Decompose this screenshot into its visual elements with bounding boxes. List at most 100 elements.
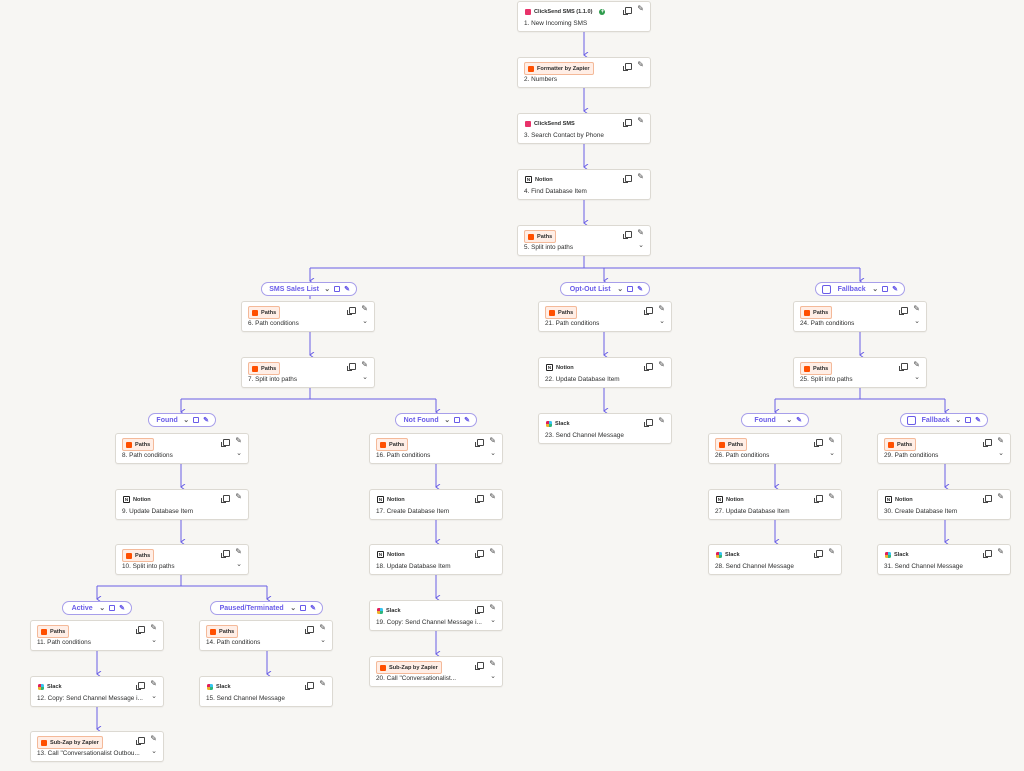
pencil-icon[interactable]: ✎ <box>913 360 920 369</box>
duplicate-icon[interactable] <box>983 439 992 447</box>
duplicate-icon[interactable] <box>814 439 823 447</box>
path-active[interactable]: Active ⌄ ✎ <box>62 601 132 615</box>
chevron-down-icon[interactable]: ⌄ <box>236 561 242 568</box>
chevron-down-icon[interactable]: ⌄ <box>290 605 297 612</box>
pencil-icon[interactable]: ✎ <box>150 623 157 632</box>
duplicate-icon[interactable] <box>221 550 230 558</box>
pencil-icon[interactable]: ✎ <box>150 679 157 688</box>
pencil-icon[interactable]: ✎ <box>637 228 644 237</box>
pencil-icon[interactable]: ✎ <box>997 547 1004 556</box>
step-26-card[interactable]: Paths 26. Path conditions ✎ ⌄ <box>708 433 842 464</box>
pencil-icon[interactable]: ✎ <box>658 416 665 425</box>
pencil-icon[interactable]: ✎ <box>344 286 350 293</box>
duplicate-icon[interactable] <box>136 737 145 745</box>
chevron-down-icon[interactable]: ⌄ <box>998 450 1004 457</box>
duplicate-icon[interactable] <box>136 682 145 690</box>
duplicate-icon[interactable] <box>305 626 314 634</box>
chevron-down-icon[interactable]: ⌄ <box>99 605 106 612</box>
step-1-card[interactable]: ClickSend SMS (1.1.0)+ 1. New Incoming S… <box>517 1 651 32</box>
duplicate-icon[interactable] <box>623 175 632 183</box>
path-opt-out-list[interactable]: Opt-Out List ⌄ ✎ <box>560 282 650 296</box>
step-28-card[interactable]: Slack 28. Send Channel Message ✎ <box>708 544 842 575</box>
chevron-down-icon[interactable]: ⌄ <box>236 450 242 457</box>
step-8-card[interactable]: Paths 8. Path conditions ✎ ⌄ <box>115 433 249 464</box>
chevron-down-icon[interactable]: ⌄ <box>914 374 920 381</box>
step-29-card[interactable]: Paths 29. Path conditions ✎ ⌄ <box>877 433 1011 464</box>
pencil-icon[interactable]: ✎ <box>637 116 644 125</box>
pencil-icon[interactable]: ✎ <box>310 605 316 612</box>
pencil-icon[interactable]: ✎ <box>235 547 242 556</box>
pencil-icon[interactable]: ✎ <box>489 547 496 556</box>
duplicate-icon[interactable] <box>965 417 972 423</box>
chevron-down-icon[interactable]: ⌄ <box>872 286 879 293</box>
duplicate-icon[interactable] <box>644 363 653 371</box>
step-3-card[interactable]: ClickSend SMS 3. Search Contact by Phone… <box>517 113 651 144</box>
duplicate-icon[interactable] <box>475 495 484 503</box>
path-found-2[interactable]: Found ⌄ ✎ <box>741 413 809 427</box>
duplicate-icon[interactable] <box>983 495 992 503</box>
path-found[interactable]: Found ⌄ ✎ <box>148 413 216 427</box>
chevron-down-icon[interactable]: ⌄ <box>786 417 793 424</box>
step-20-card[interactable]: Sub-Zap by Zapier 20. Call "Conversation… <box>369 656 503 687</box>
pencil-icon[interactable]: ✎ <box>361 304 368 313</box>
step-14-card[interactable]: Paths 14. Path conditions ✎ ⌄ <box>199 620 333 651</box>
duplicate-icon[interactable] <box>454 417 461 423</box>
pencil-icon[interactable]: ✎ <box>658 360 665 369</box>
pencil-icon[interactable]: ✎ <box>997 492 1004 501</box>
duplicate-icon[interactable] <box>899 363 908 371</box>
pencil-icon[interactable]: ✎ <box>913 304 920 313</box>
duplicate-icon[interactable] <box>305 682 314 690</box>
pencil-icon[interactable]: ✎ <box>203 417 209 424</box>
duplicate-icon[interactable] <box>814 550 823 558</box>
duplicate-icon[interactable] <box>882 286 889 292</box>
duplicate-icon[interactable] <box>347 307 356 315</box>
duplicate-icon[interactable] <box>644 419 653 427</box>
pencil-icon[interactable]: ✎ <box>235 492 242 501</box>
chevron-down-icon[interactable]: ⌄ <box>490 617 496 624</box>
pencil-icon[interactable]: ✎ <box>828 492 835 501</box>
step-16-card[interactable]: Paths 16. Path conditions ✎ ⌄ <box>369 433 503 464</box>
chevron-down-icon[interactable]: ⌄ <box>955 417 962 424</box>
chevron-down-icon[interactable]: ⌄ <box>151 748 157 755</box>
duplicate-icon[interactable] <box>109 605 116 611</box>
duplicate-icon[interactable] <box>136 626 145 634</box>
pencil-icon[interactable]: ✎ <box>489 492 496 501</box>
plus-icon[interactable]: + <box>599 8 606 15</box>
pencil-icon[interactable]: ✎ <box>489 603 496 612</box>
chevron-down-icon[interactable]: ⌄ <box>638 242 644 249</box>
pencil-icon[interactable]: ✎ <box>892 286 898 293</box>
chevron-down-icon[interactable]: ⌄ <box>914 318 920 325</box>
chevron-down-icon[interactable]: ⌄ <box>444 417 451 424</box>
step-11-card[interactable]: Paths 11. Path conditions ✎ ⌄ <box>30 620 164 651</box>
pencil-icon[interactable]: ✎ <box>637 4 644 13</box>
pencil-icon[interactable]: ✎ <box>489 436 496 445</box>
step-15-card[interactable]: Slack 15. Send Channel Message ✎ <box>199 676 333 707</box>
duplicate-icon[interactable] <box>814 495 823 503</box>
duplicate-icon[interactable] <box>623 119 632 127</box>
duplicate-icon[interactable] <box>623 7 632 15</box>
pencil-icon[interactable]: ✎ <box>464 417 470 424</box>
duplicate-icon[interactable] <box>623 231 632 239</box>
pencil-icon[interactable]: ✎ <box>361 360 368 369</box>
pencil-icon[interactable]: ✎ <box>150 734 157 743</box>
duplicate-icon[interactable] <box>644 307 653 315</box>
step-12-card[interactable]: Slack 12. Copy: Send Channel Message i..… <box>30 676 164 707</box>
duplicate-icon[interactable] <box>347 363 356 371</box>
duplicate-icon[interactable] <box>983 550 992 558</box>
pencil-icon[interactable]: ✎ <box>828 547 835 556</box>
chevron-down-icon[interactable]: ⌄ <box>490 450 496 457</box>
duplicate-icon[interactable] <box>475 606 484 614</box>
duplicate-icon[interactable] <box>300 605 307 611</box>
pencil-icon[interactable]: ✎ <box>637 60 644 69</box>
pencil-icon[interactable]: ✎ <box>658 304 665 313</box>
pencil-icon[interactable]: ✎ <box>796 417 802 424</box>
chevron-down-icon[interactable]: ⌄ <box>659 318 665 325</box>
chevron-down-icon[interactable]: ⌄ <box>829 450 835 457</box>
path-paused-terminated[interactable]: Paused/Terminated ⌄ ✎ <box>210 601 323 615</box>
pencil-icon[interactable]: ✎ <box>489 659 496 668</box>
step-21-card[interactable]: Paths 21. Path conditions ✎ ⌄ <box>538 301 672 332</box>
duplicate-icon[interactable] <box>899 307 908 315</box>
chevron-down-icon[interactable]: ⌄ <box>362 374 368 381</box>
